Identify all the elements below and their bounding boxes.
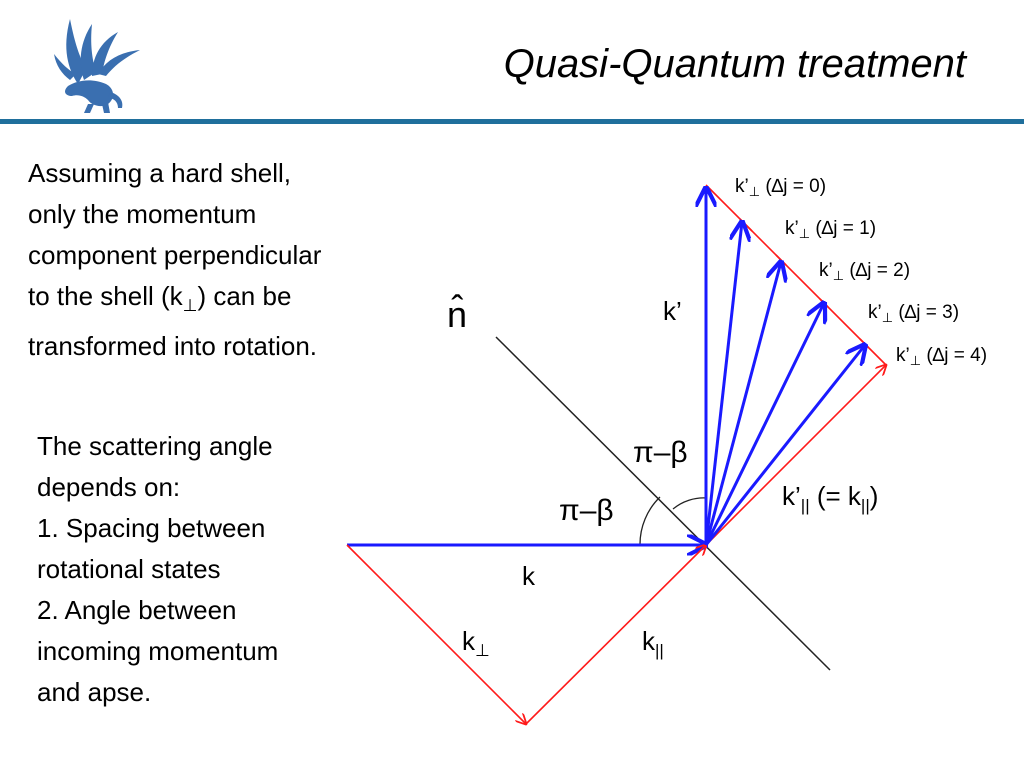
para2-line1: The scattering angle xyxy=(37,431,273,461)
k-par-base: k xyxy=(642,626,656,656)
para1-line1: Assuming a hard shell, xyxy=(28,158,292,188)
dj-label-3: k’⊥ (∆j = 3) xyxy=(868,302,959,325)
para1-line4-pre: to the shell (k xyxy=(28,281,183,311)
n-hat-label: n̂ xyxy=(447,293,467,335)
k-par-vector xyxy=(525,545,706,725)
dj-label-4: k’⊥ (∆j = 4) xyxy=(896,345,987,368)
title-divider xyxy=(0,119,1024,124)
angle-arc xyxy=(639,496,661,546)
para2-line7: and apse. xyxy=(37,677,152,707)
k-label: k xyxy=(522,561,536,591)
para1-line4: to the shell (k⊥) can be xyxy=(28,276,428,326)
k-prime-par-sub2: || xyxy=(861,496,870,515)
para2-line3: 1. Spacing between xyxy=(37,513,266,543)
k-prime-dj3 xyxy=(704,303,824,546)
k-prime-par-middle: (= k xyxy=(810,481,862,511)
k-prime-par-label: k’|| (= k||) xyxy=(782,481,878,515)
university-logo xyxy=(54,19,140,113)
k-prime-dj4 xyxy=(704,345,865,546)
para1-line2: only the momentum xyxy=(28,199,257,229)
k-prime-dj2 xyxy=(704,262,781,546)
tip-connector-line xyxy=(705,184,887,366)
k-prime-label: k’ xyxy=(663,296,682,326)
k-perp-vector xyxy=(346,544,526,724)
k-prime-par-base: k’ xyxy=(782,481,801,511)
dj-label-0: k’⊥ (∆j = 0) xyxy=(735,176,826,199)
k-prime-dj1 xyxy=(704,222,742,546)
perp-subscript: ⊥ xyxy=(182,296,198,316)
k-prime-par-close: ) xyxy=(870,481,879,511)
k-par-sub: || xyxy=(655,641,664,660)
k-perp-label: k⊥ xyxy=(462,626,490,660)
k-prime-par-sub: || xyxy=(801,496,810,515)
angle-label-lower: π–β xyxy=(559,494,614,527)
slide-title: Quasi-Quantum treatment xyxy=(503,42,966,86)
k-perp-sub: ⊥ xyxy=(475,641,490,660)
dj-label-2: k’⊥ (∆j = 2) xyxy=(819,260,910,283)
angle-label-upper: π–β xyxy=(633,436,688,469)
para2-line4: rotational states xyxy=(37,554,221,584)
para1-line3: component perpendicular xyxy=(28,240,322,270)
k-prime-par-vector xyxy=(705,365,886,546)
dj-label-1: k’⊥ (∆j = 1) xyxy=(785,218,876,241)
k-par-label: k|| xyxy=(642,626,664,660)
para2-line5: 2. Angle between xyxy=(37,595,237,625)
shell-normal-line xyxy=(495,336,831,671)
scattering-angle-paragraph: The scattering angle depends on: 1. Spac… xyxy=(37,426,367,713)
angle-arc-right xyxy=(672,497,708,510)
para2-line2: depends on: xyxy=(37,472,181,502)
explanation-paragraph: Assuming a hard shell, only the momentum… xyxy=(28,153,428,367)
k-perp-base: k xyxy=(462,626,476,656)
para1-line5: transformed into rotation. xyxy=(28,331,318,362)
para1-line4-post: ) can be xyxy=(197,281,292,311)
para2-line6: incoming momentum xyxy=(37,636,279,666)
